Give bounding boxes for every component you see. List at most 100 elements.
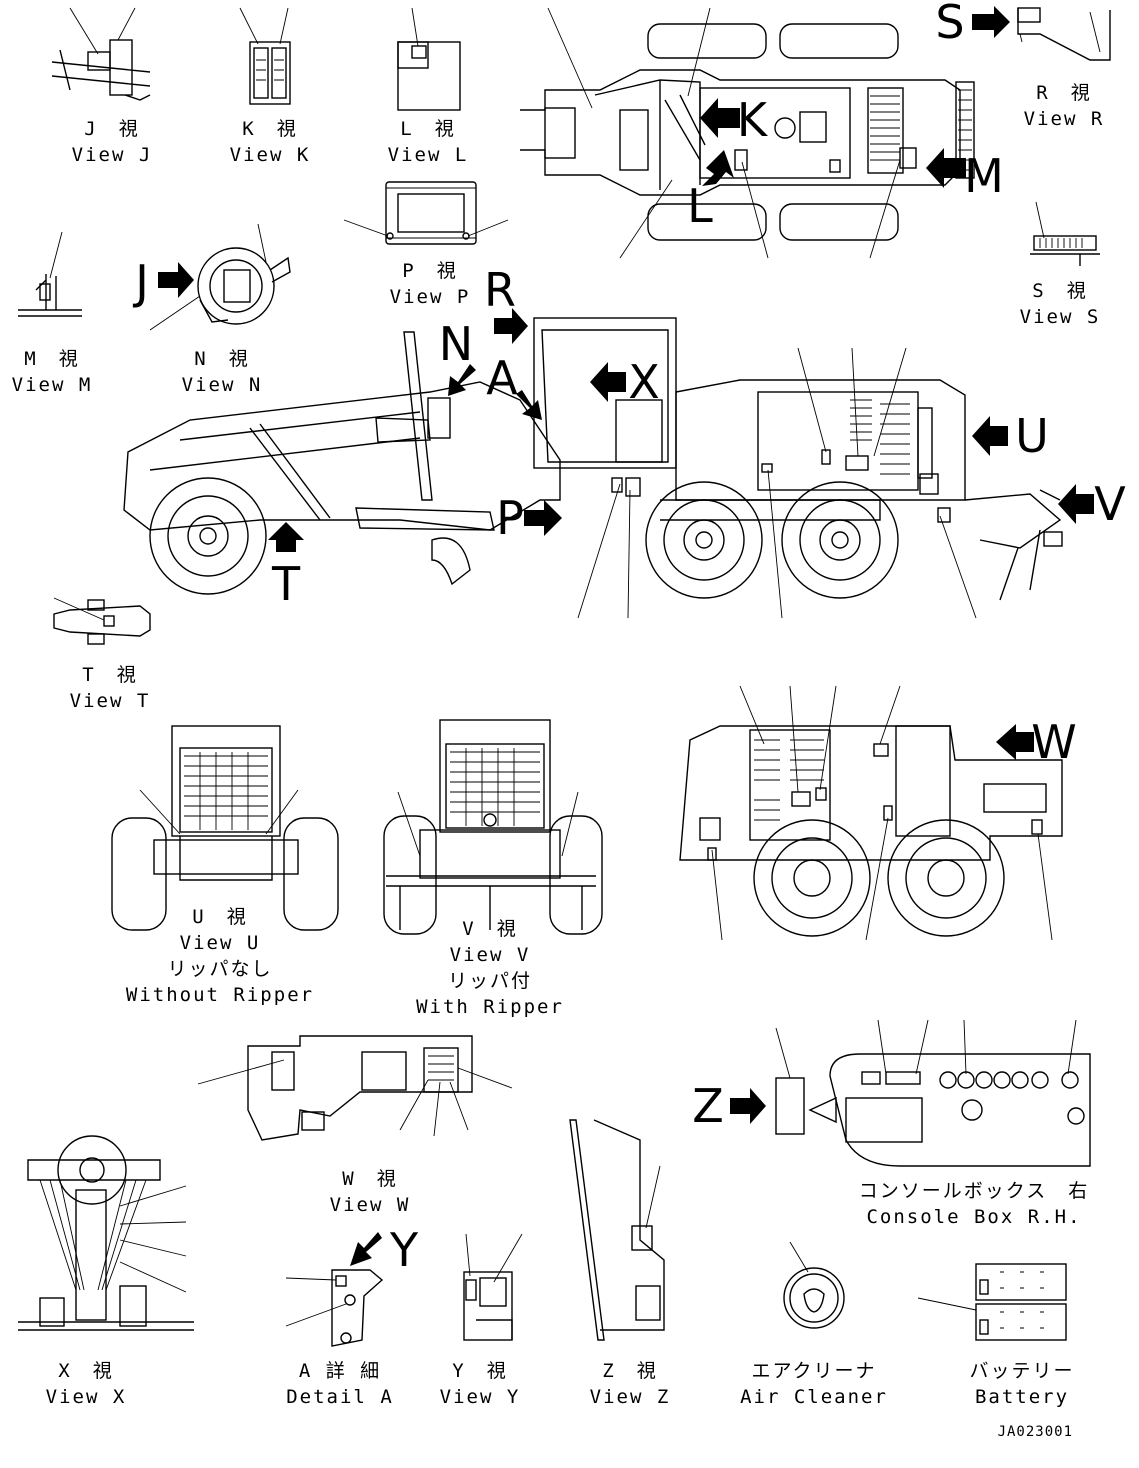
caption-en: View S — [1019, 306, 1101, 328]
view-v-drawing — [383, 719, 603, 935]
caption-en: Console Box R.H. — [866, 1206, 1082, 1228]
caption-view-r: R 視 View R — [1024, 80, 1105, 132]
caption-jp: R 視 — [1036, 82, 1092, 104]
right-side-view-drawing — [679, 685, 1063, 941]
view-r-drawing — [1017, 7, 1111, 61]
caption-en: Battery — [974, 1386, 1070, 1408]
caption-view-m: M 視 View M — [12, 346, 93, 398]
caption-view-s: S 視 View S — [1020, 278, 1101, 330]
caption-view-p: P 視 View P — [390, 258, 471, 310]
arrow-letter-p: P — [496, 491, 524, 545]
caption-air-cleaner: エアクリーナ Air Cleaner — [740, 1358, 888, 1410]
caption-jp: W 視 — [342, 1168, 398, 1190]
view-k-drawing — [239, 7, 291, 105]
caption-jp: コンソールボックス 右 — [858, 1180, 1090, 1202]
caption-en: View T — [69, 690, 151, 712]
view-n-drawing — [149, 223, 291, 331]
caption-console-box: コンソールボックス 右 Console Box R.H. — [859, 1178, 1089, 1230]
arrow-letter-y: Y — [389, 1223, 419, 1277]
caption-en: View L — [387, 144, 469, 166]
arrow-letter-v: V — [1094, 477, 1126, 531]
caption-jp: Y 視 — [452, 1360, 508, 1382]
caption-jp: バッテリー — [969, 1360, 1075, 1382]
caption-en: View Y — [439, 1386, 521, 1408]
document-id: JA023001 — [997, 1424, 1073, 1440]
top-view-drawing — [520, 7, 975, 259]
view-t-drawing — [53, 597, 151, 645]
caption-jp: M 視 — [24, 348, 80, 370]
caption-jp: V 視 — [462, 918, 518, 940]
arrow-letter-u: U — [1015, 409, 1049, 463]
view-l-drawing — [397, 7, 461, 111]
caption-jp: S 視 — [1032, 280, 1088, 302]
caption-en: View U — [179, 932, 261, 954]
arrow-letter-k: K — [736, 93, 768, 147]
caption-en: Detail A — [286, 1386, 394, 1408]
caption-en2: With Ripper — [416, 996, 564, 1018]
caption-en: View J — [71, 144, 153, 166]
caption-en: View P — [389, 286, 471, 308]
arrow-letter-l: L — [687, 179, 713, 233]
caption-jp: T 視 — [82, 664, 138, 686]
caption-view-j: J 視 View J — [72, 116, 153, 168]
arrow-letter-j: J — [135, 255, 149, 309]
arrow-letter-s: S — [935, 0, 965, 49]
caption-en2: Without Ripper — [125, 984, 315, 1006]
view-u-drawing — [111, 725, 339, 931]
arrow-letter-t: T — [271, 557, 301, 611]
caption-view-x: X 視 View X — [46, 1358, 127, 1410]
caption-en: View X — [45, 1386, 127, 1408]
view-z-drawing — [569, 1119, 665, 1341]
caption-jp2: リッパ付 — [447, 970, 532, 992]
arrow-letter-w: W — [1031, 715, 1077, 769]
view-j-drawing — [51, 7, 151, 101]
caption-en: View K — [229, 144, 311, 166]
view-z-small-drawing — [775, 1027, 805, 1135]
caption-jp: N 視 — [194, 348, 250, 370]
battery-drawing — [917, 1263, 1067, 1341]
caption-view-w: W 視 View W — [330, 1166, 411, 1218]
view-arrows — [158, 6, 1094, 1266]
caption-jp: P 視 — [402, 260, 458, 282]
caption-jp: X 視 — [58, 1360, 114, 1382]
view-p-drawing — [343, 181, 509, 245]
caption-en: View N — [181, 374, 263, 396]
caption-jp: エアクリーナ — [751, 1360, 877, 1382]
caption-view-v: V 視 View V リッパ付 With Ripper — [416, 916, 564, 1020]
caption-en: View Z — [589, 1386, 671, 1408]
caption-jp: J 視 — [84, 118, 140, 140]
caption-jp: A 詳 細 — [298, 1360, 382, 1382]
caption-jp: U 視 — [192, 906, 248, 928]
caption-en: View R — [1023, 108, 1105, 130]
caption-view-z: Z 視 View Z — [590, 1358, 671, 1410]
view-m-drawing — [18, 231, 82, 317]
view-y-drawing — [463, 1233, 523, 1341]
arrow-letter-a: A — [486, 351, 518, 405]
caption-en: View M — [11, 374, 93, 396]
detail-a-drawing — [285, 1269, 384, 1347]
caption-view-n: N 視 View N — [182, 346, 263, 398]
caption-battery: バッテリー Battery — [969, 1358, 1074, 1410]
arrow-letter-r: R — [484, 263, 516, 317]
caption-view-t: T 視 View T — [70, 662, 151, 714]
air-cleaner-drawing — [783, 1241, 845, 1329]
caption-en: Air Cleaner — [740, 1386, 888, 1408]
side-view-drawing — [123, 317, 1063, 619]
view-w-drawing — [197, 1035, 513, 1141]
view-x-drawing — [18, 1135, 194, 1331]
caption-view-k: K 視 View K — [230, 116, 311, 168]
caption-jp: Z 視 — [602, 1360, 658, 1382]
arrow-letter-n: N — [438, 317, 474, 371]
arrow-letter-x: X — [628, 355, 660, 409]
arrow-letter-m: M — [964, 149, 1004, 203]
caption-view-y: Y 視 View Y — [440, 1358, 521, 1410]
console-box-drawing — [808, 1019, 1091, 1167]
view-s-drawing — [1030, 201, 1100, 266]
caption-jp2: リッパなし — [167, 958, 273, 980]
caption-en: View V — [449, 944, 531, 966]
caption-jp: L 視 — [400, 118, 456, 140]
caption-jp: K 視 — [242, 118, 298, 140]
caption-view-u: U 視 View U リッパなし Without Ripper — [126, 904, 314, 1008]
